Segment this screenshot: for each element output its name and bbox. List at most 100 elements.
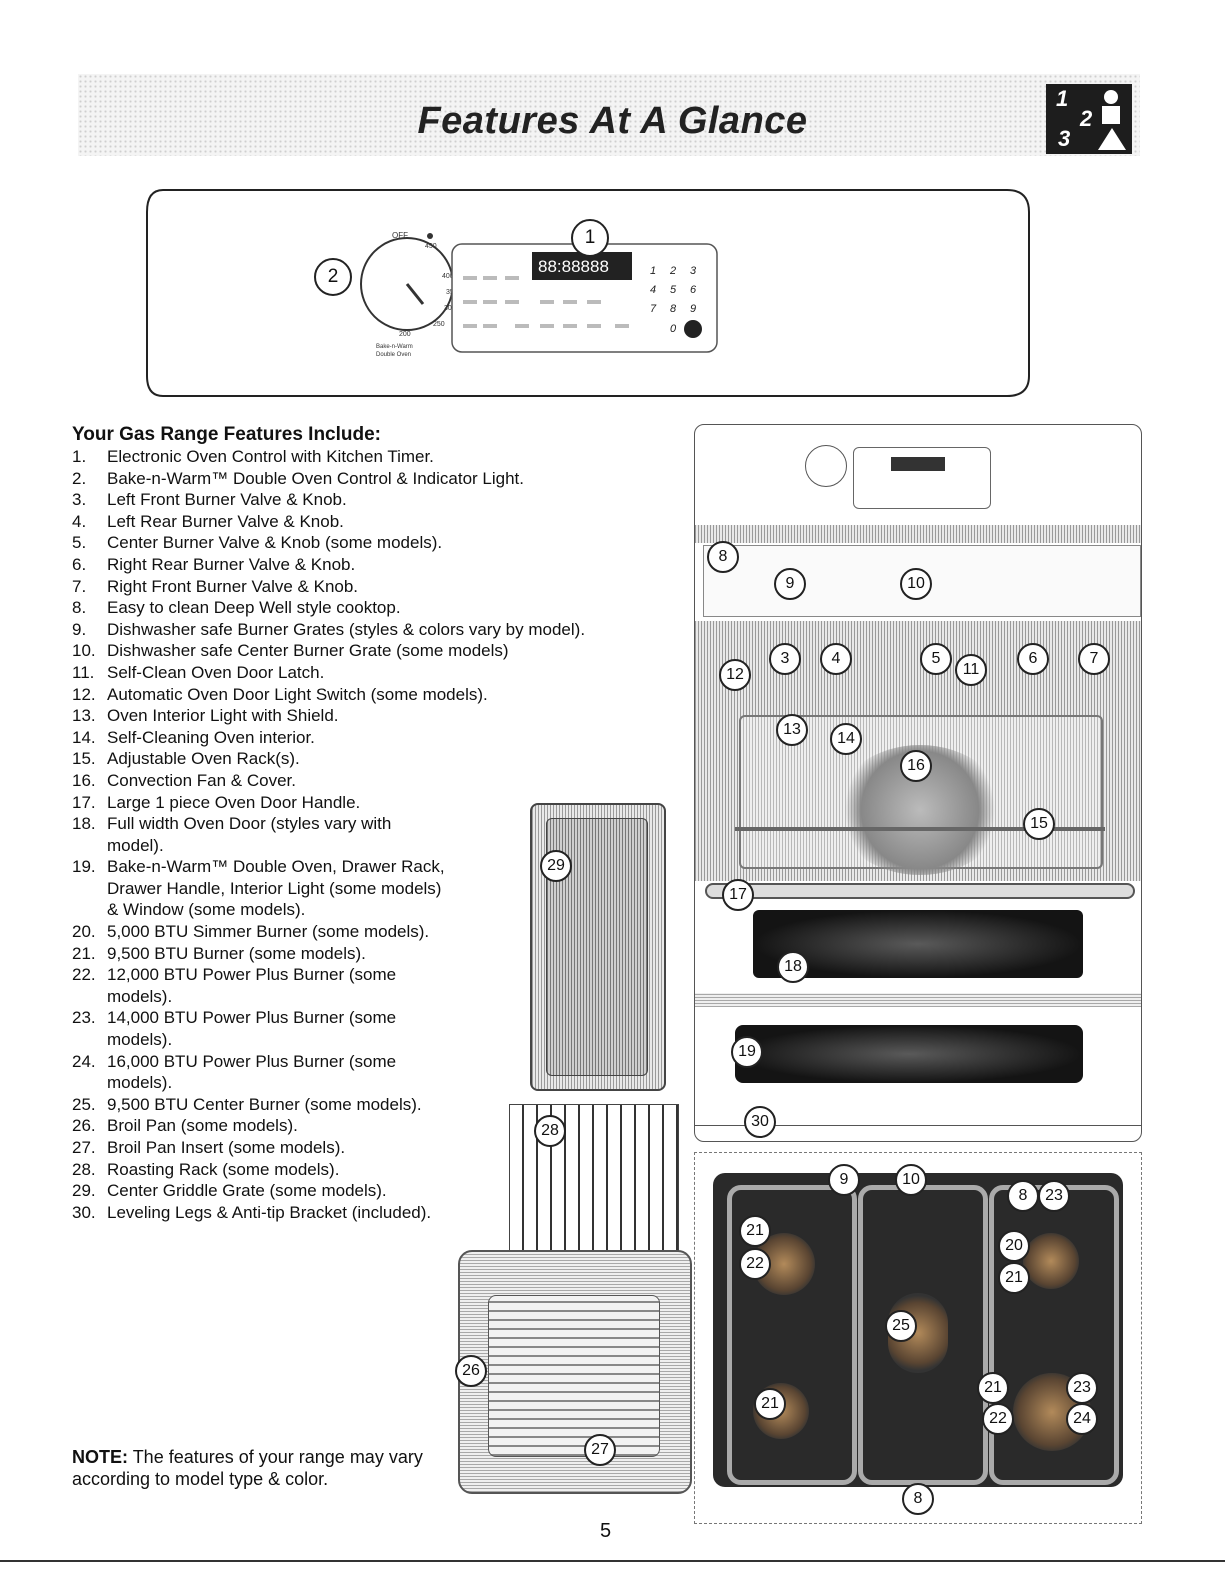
- callout-28: 28: [534, 1115, 566, 1147]
- feature-number: 14.: [72, 727, 96, 747]
- feature-number: 10.: [72, 641, 96, 661]
- feature-item: 9.Dishwasher safe Burner Grates (styles …: [72, 619, 672, 641]
- callout-3: 3: [769, 643, 801, 675]
- oven-door-handle: [705, 883, 1135, 899]
- feature-number: 12.: [72, 684, 96, 704]
- page-number: 5: [600, 1520, 612, 1542]
- feature-number: 21.: [72, 943, 96, 963]
- dial-label-off: OFF: [392, 231, 408, 240]
- callout-4: 4: [820, 643, 852, 675]
- feature-number: 15.: [72, 749, 96, 769]
- callout-11: 11: [955, 654, 987, 686]
- feature-item: 29.Center Griddle Grate (some models).: [72, 1180, 672, 1202]
- svg-text:450: 450: [425, 243, 437, 250]
- feature-number: 1.: [72, 447, 87, 466]
- header-band: [78, 74, 1140, 156]
- feature-text: Leveling Legs & Anti-tip Bracket (includ…: [107, 1202, 432, 1222]
- feature-number: 30.: [72, 1202, 96, 1222]
- feature-text: Broil Pan (some models).: [107, 1116, 298, 1136]
- feature-item: 14.Self-Cleaning Oven interior.: [72, 727, 672, 749]
- callout-15: 15: [1023, 808, 1055, 840]
- svg-text:400: 400: [442, 273, 454, 280]
- callout-cooktop-23: 23: [1038, 1180, 1070, 1212]
- feature-text: Adjustable Oven Rack(s).: [107, 749, 300, 769]
- feature-text: 16,000 BTU Power Plus Burner (some model…: [107, 1051, 397, 1093]
- feature-item: 25.9,500 BTU Center Burner (some models)…: [72, 1094, 672, 1116]
- start-key-icon: [684, 320, 702, 338]
- feature-number: 17.: [72, 792, 96, 812]
- broil-pan-insert: [488, 1295, 660, 1457]
- badge-step-2: 2: [1080, 106, 1093, 131]
- griddle-surface: [546, 818, 648, 1076]
- callout-cooktop-8: 8: [1007, 1180, 1039, 1212]
- callout-8: 8: [707, 541, 739, 573]
- cooktop-illustration: [694, 1152, 1142, 1524]
- range-illustration: [694, 424, 1142, 1142]
- key-6: 6: [690, 284, 697, 296]
- display-window: [532, 252, 632, 280]
- feature-item: 7.Right Front Burner Valve & Knob.: [72, 576, 672, 598]
- callout-2: 2: [314, 258, 352, 296]
- feature-number: 3.: [72, 490, 87, 510]
- person-head-icon: [1104, 90, 1118, 104]
- feature-item: 26. Broil Pan (some models).: [72, 1115, 672, 1137]
- callout-cooktop-21c: 21: [754, 1388, 786, 1420]
- feature-item: 20.5,000 BTU Simmer Burner (some models)…: [72, 921, 447, 943]
- feature-text: 5,000 BTU Simmer Burner (some models).: [107, 922, 430, 942]
- callout-cooktop-22: 22: [739, 1248, 771, 1280]
- mini-display: [891, 457, 945, 471]
- feature-text: Right Front Burner Valve & Knob.: [107, 576, 359, 596]
- feature-number: 18.: [72, 814, 96, 834]
- feature-number: 6.: [72, 554, 87, 574]
- callout-cooktop-8b: 8: [902, 1483, 934, 1515]
- mini-dial-icon: [805, 445, 847, 487]
- note-text: The features of your range may vary acco…: [72, 1447, 423, 1489]
- svg-text:200: 200: [399, 331, 411, 338]
- feature-item: 21. 9,500 BTU Burner (some models).: [72, 943, 672, 965]
- person-body-icon: [1102, 106, 1120, 124]
- feature-text: Center Burner Valve & Knob (some models)…: [107, 533, 443, 553]
- feature-text: 12,000 BTU Power Plus Burner (some model…: [107, 965, 397, 1006]
- callout-12: 12: [719, 659, 751, 691]
- triangle-icon: [1098, 128, 1126, 150]
- callout-27: 27: [584, 1434, 616, 1466]
- feature-text: 14,000 BTU Power Plus Burner (some model…: [107, 1008, 397, 1050]
- feature-text: Electronic Oven Control with Kitchen Tim…: [107, 447, 434, 466]
- display-digits: 88:88888: [538, 257, 609, 276]
- keypad-numbers: 1 2 3 4 5 6 7 8 9 0: [650, 265, 697, 335]
- key-1: 1: [650, 265, 656, 277]
- svg-text:Double Oven: Double Oven: [376, 352, 411, 358]
- feature-text: Broil Pan Insert (some models).: [107, 1138, 346, 1157]
- key-0: 0: [670, 323, 677, 335]
- callout-14: 14: [830, 723, 862, 755]
- feature-number: 19.: [72, 857, 96, 877]
- key-4: 4: [650, 284, 656, 296]
- cooktop-edge: [695, 525, 1141, 543]
- callout-5: 5: [920, 643, 952, 675]
- feature-text: Dishwasher safe Center Burner Grate (som…: [107, 641, 509, 661]
- svg-text:250: 250: [433, 321, 445, 328]
- callout-cooktop-9: 9: [828, 1164, 860, 1196]
- callout-9: 9: [774, 568, 806, 600]
- feature-number: 26.: [72, 1116, 96, 1136]
- callout-cooktop-21b: 21: [998, 1262, 1030, 1294]
- feature-item: 15. Adjustable Oven Rack(s).: [72, 748, 672, 770]
- feature-text: Large 1 piece Oven Door Handle.: [107, 792, 361, 812]
- feature-item: 27. Broil Pan Insert (some models).: [72, 1137, 672, 1159]
- callout-6: 6: [1017, 643, 1049, 675]
- callout-10: 10: [900, 568, 932, 600]
- callout-1: 1: [571, 219, 609, 257]
- feature-number: 27.: [72, 1138, 96, 1157]
- feature-text: Convection Fan & Cover.: [107, 770, 296, 790]
- svg-text:300: 300: [444, 305, 456, 312]
- feature-text: 9,500 BTU Burner (some models).: [107, 943, 366, 963]
- features-heading: Your Gas Range Features Include:: [72, 424, 382, 445]
- right-rear-burner-icon: [1023, 1233, 1079, 1289]
- feature-number: 22.: [72, 965, 96, 985]
- badge-step-3: 3: [1058, 126, 1071, 151]
- feature-text: Left Rear Burner Valve & Knob.: [107, 511, 344, 531]
- feature-number: 11.: [72, 662, 95, 682]
- callout-13: 13: [776, 714, 808, 746]
- feature-item: 24.16,000 BTU Power Plus Burner (some mo…: [72, 1051, 447, 1094]
- feature-text: Dishwasher safe Burner Grates (styles & …: [107, 619, 586, 639]
